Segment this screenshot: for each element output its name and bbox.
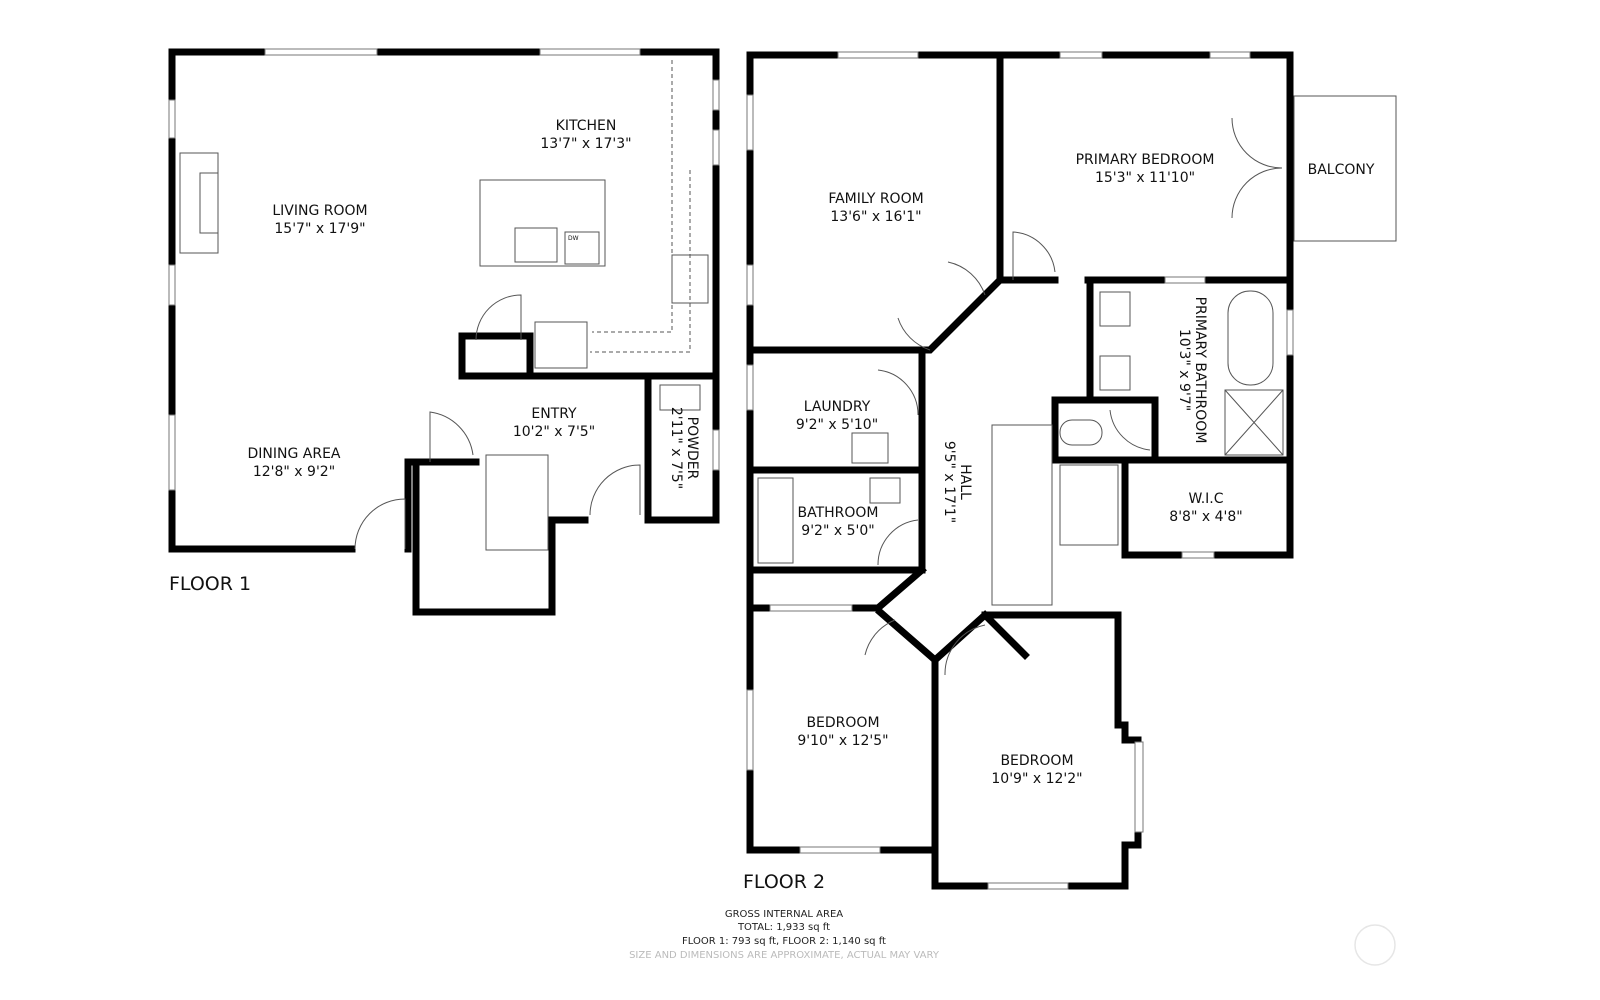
room-dims-bedroom-1: 9'10" x 12'5": [797, 733, 888, 749]
floor-2-label: FLOOR 2: [743, 871, 825, 893]
room-dims-wic: 8'8" x 4'8": [1169, 509, 1242, 525]
room-name-hall: HALL: [957, 464, 973, 500]
room-name-kitchen: KITCHEN: [556, 118, 617, 134]
room-name-bedroom-1: BEDROOM: [806, 715, 879, 731]
room-dims-bathroom: 9'2" x 5'0": [801, 523, 874, 539]
floor-1-label: FLOOR 1: [169, 573, 251, 595]
room-dims-primary-bathroom: 10'3" x 9'7": [1176, 329, 1192, 411]
room-dims-bedroom-2: 10'9" x 12'2": [991, 771, 1082, 787]
room-name-wic: W.I.C: [1188, 491, 1223, 507]
room-dims-dining-area: 12'8" x 9'2": [253, 464, 335, 480]
room-name-laundry: LAUNDRY: [804, 399, 871, 415]
compass-icon: [1354, 924, 1396, 966]
room-dims-primary-bedroom: 15'3" x 11'10": [1095, 170, 1195, 186]
room-name-dining-area: DINING AREA: [247, 446, 340, 462]
room-name-living-room: LIVING ROOM: [272, 203, 367, 219]
room-dims-hall: 9'5" x 17'1": [941, 441, 957, 523]
dishwasher-label: DW: [568, 235, 579, 242]
room-name-powder: POWDER: [684, 417, 700, 480]
room-dims-kitchen: 13'7" x 17'3": [540, 136, 631, 152]
gross-area-total: TOTAL: 1,933 sq ft: [737, 922, 830, 933]
room-name-bedroom-2: BEDROOM: [1000, 753, 1073, 769]
room-dims-entry: 10'2" x 7'5": [513, 424, 595, 440]
gross-area-floors: FLOOR 1: 793 sq ft, FLOOR 2: 1,140 sq ft: [682, 936, 886, 947]
room-name-primary-bedroom: PRIMARY BEDROOM: [1076, 152, 1215, 168]
room-name-entry: ENTRY: [531, 406, 577, 422]
gross-area-title: GROSS INTERNAL AREA: [725, 909, 843, 920]
room-dims-powder: 2'11" x 7'5": [668, 407, 684, 489]
room-dims-living-room: 15'7" x 17'9": [274, 221, 365, 237]
disclaimer: SIZE AND DIMENSIONS ARE APPROXIMATE, ACT…: [629, 950, 940, 961]
room-name-balcony: BALCONY: [1308, 162, 1375, 178]
room-name-family-room: FAMILY ROOM: [828, 191, 923, 207]
floor-1-walls: DW: [168, 48, 720, 616]
room-name-primary-bathroom: PRIMARY BATHROOM: [1192, 297, 1208, 444]
room-name-bathroom: BATHROOM: [797, 505, 878, 521]
room-dims-family-room: 13'6" x 16'1": [830, 209, 921, 225]
door-swing: [475, 294, 522, 341]
room-dims-laundry: 9'2" x 5'10": [796, 417, 878, 433]
floor-2-walls: [746, 51, 1397, 890]
